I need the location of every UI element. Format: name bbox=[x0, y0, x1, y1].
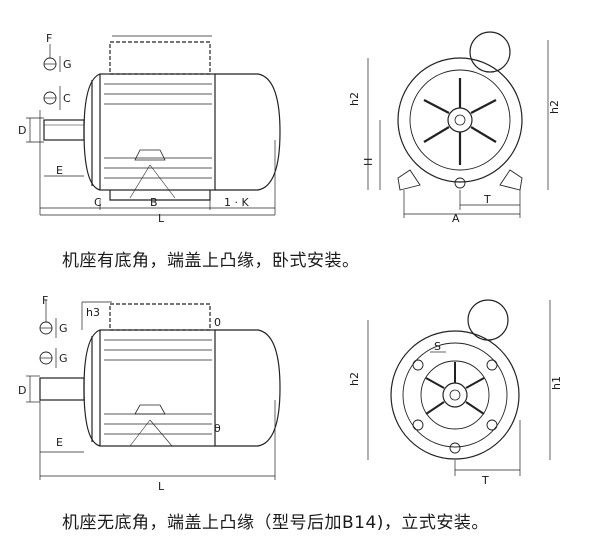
top-fan-cover bbox=[215, 73, 281, 191]
top-end-view bbox=[367, 31, 549, 218]
top-side-labels: F G C D E B C L 1 · K bbox=[18, 32, 249, 225]
caption-foot-mounted: 机座有底角，端盖上凸缘，卧式安装。 bbox=[62, 251, 360, 271]
label-G-top: G bbox=[63, 58, 72, 71]
label-h1: h1 bbox=[550, 376, 563, 390]
label-zero: 0 bbox=[214, 316, 221, 329]
label-h2-right: h2 bbox=[548, 100, 561, 114]
label-G1-bottom: G bbox=[59, 322, 68, 335]
label-T-top: T bbox=[483, 193, 491, 206]
bottom-terminal-box-outline bbox=[109, 303, 211, 331]
label-h2-left: h2 bbox=[348, 92, 361, 106]
top-feet bbox=[109, 190, 211, 201]
label-D-top: D bbox=[18, 124, 26, 137]
top-end-terminal-box bbox=[469, 31, 511, 73]
top-end-labels: h2 h2 H T A bbox=[348, 92, 561, 225]
bottom-side-labels: F h3 G G D E L θ 0 bbox=[18, 294, 221, 493]
bottom-end-labels: h2 h1 S T bbox=[348, 340, 563, 487]
bottom-end-frame bbox=[390, 330, 520, 460]
label-T-bottom: T bbox=[481, 474, 489, 487]
bottom-side-view bbox=[26, 300, 281, 480]
bottom-end-view bbox=[367, 299, 551, 476]
label-K-top: 1 · K bbox=[224, 196, 249, 209]
label-theta: θ bbox=[214, 422, 221, 435]
label-H: H bbox=[362, 158, 375, 166]
caption-flange-mounted: 机座无底角，端盖上凸缘（型号后加B14)，立式安装。 bbox=[62, 513, 489, 533]
top-cooling-fins bbox=[104, 83, 212, 179]
top-stator-body bbox=[99, 73, 216, 191]
top-end-frame bbox=[397, 57, 523, 183]
label-G2-bottom: G bbox=[59, 352, 68, 365]
top-side-view bbox=[26, 35, 281, 216]
label-L-bottom: L bbox=[158, 480, 165, 493]
label-S: S bbox=[434, 340, 441, 353]
label-C-top: C bbox=[63, 92, 71, 105]
label-h3: h3 bbox=[86, 306, 100, 319]
label-E-top: E bbox=[56, 164, 63, 177]
flange-bolt-holes bbox=[412, 359, 498, 454]
label-E-bottom: E bbox=[56, 436, 63, 449]
label-A: A bbox=[452, 212, 460, 225]
bottom-stator-body bbox=[99, 329, 216, 447]
label-D-bottom: D bbox=[18, 384, 26, 397]
label-h2-bottom: h2 bbox=[348, 372, 361, 386]
bottom-fan-cover bbox=[215, 329, 281, 447]
label-C2-top: C bbox=[94, 196, 102, 209]
label-B-top: B bbox=[150, 196, 158, 209]
bottom-end-shaft bbox=[442, 382, 468, 408]
top-terminal-box-outline bbox=[109, 41, 211, 75]
top-shaft bbox=[43, 119, 85, 141]
bottom-shaft bbox=[39, 377, 85, 401]
label-F-bottom: F bbox=[42, 294, 48, 307]
label-L-top: L bbox=[158, 212, 165, 225]
label-F-top: F bbox=[46, 32, 52, 45]
bottom-end-terminal-box bbox=[467, 299, 509, 341]
top-end-shaft bbox=[447, 107, 473, 133]
